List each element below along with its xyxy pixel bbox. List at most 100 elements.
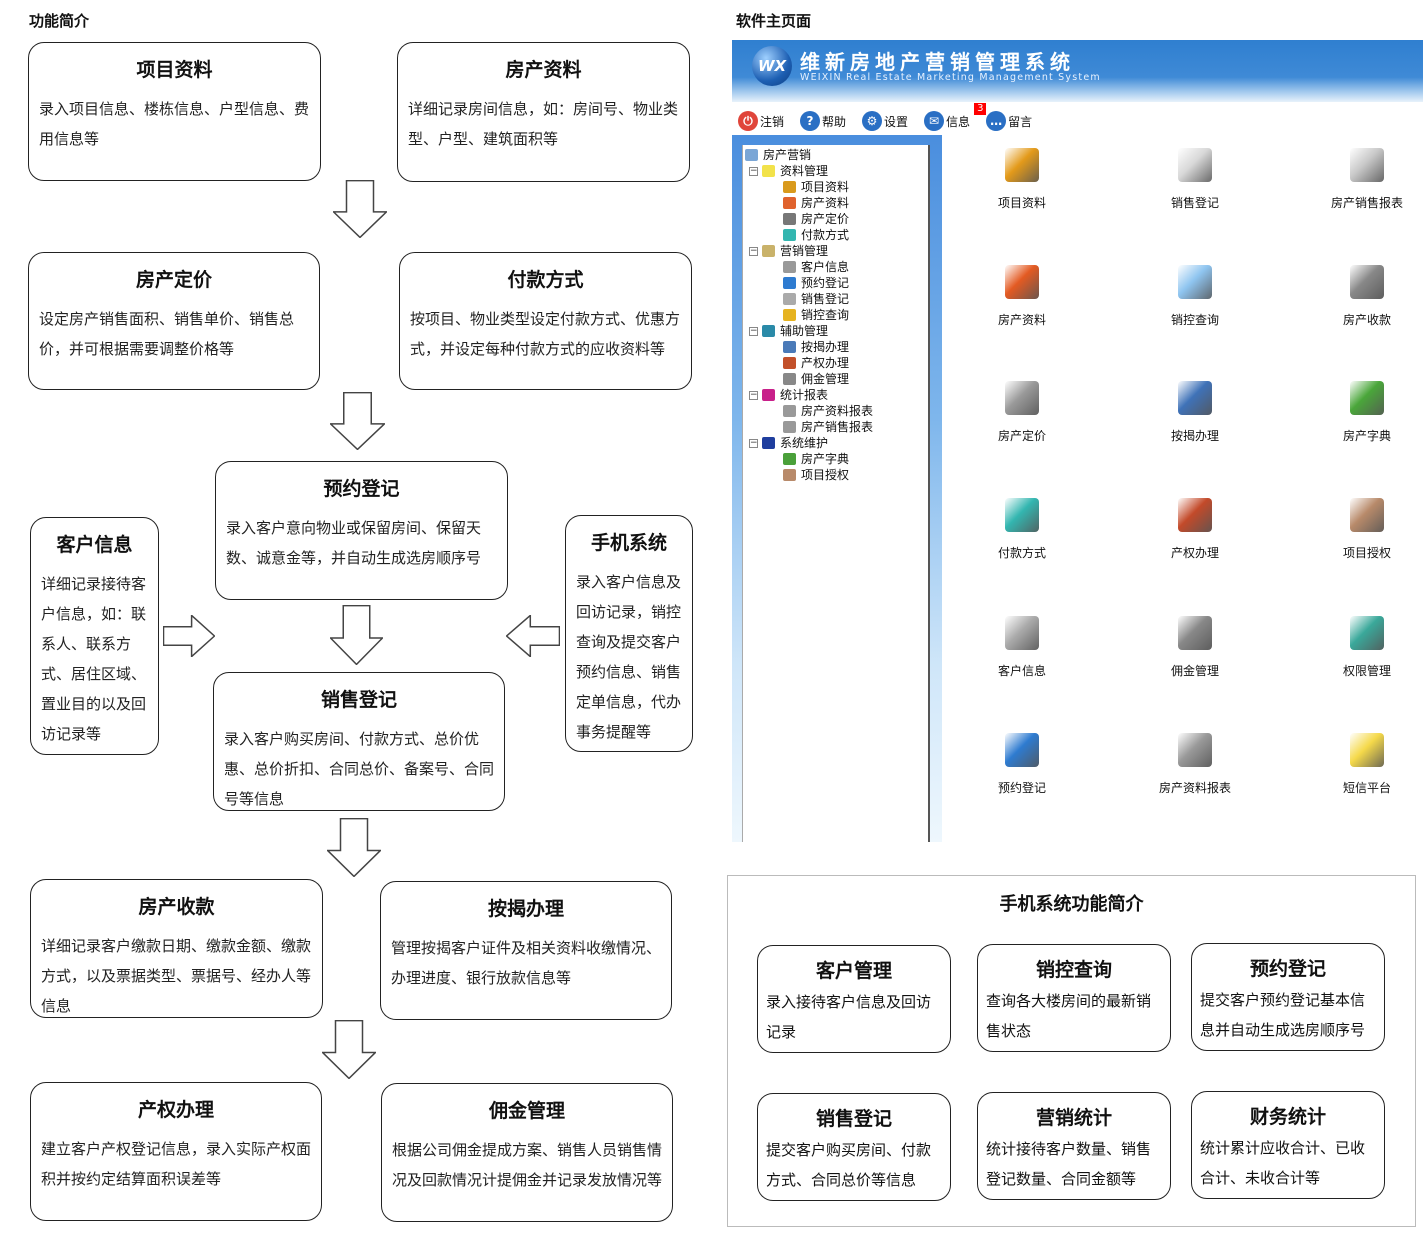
collapse-icon[interactable]: − xyxy=(749,165,758,176)
tree-item-label: 佣金管理 xyxy=(801,372,850,386)
grid-item-label: 预约登记 xyxy=(997,781,1046,795)
grid-item-booking[interactable]: 预约登记 xyxy=(947,733,1097,796)
feature-box: 房产定价设定房产销售面积、销售单价、销售总价，并可根据需要调整价格等 xyxy=(28,252,320,390)
toolbar-mail-button[interactable]: ✉信息 xyxy=(924,111,970,131)
grid-item-payment[interactable]: 付款方式 xyxy=(947,498,1097,561)
tree-item-20[interactable]: 项目授权 xyxy=(745,467,928,483)
tree-item-16[interactable]: 房产资料报表 xyxy=(745,403,928,419)
feature-title: 产权办理 xyxy=(137,1099,214,1121)
mail-icon: ✉ xyxy=(924,111,945,131)
tree-item-6[interactable]: −营销管理 xyxy=(745,243,928,259)
grid-item-group[interactable]: 佣金管理 xyxy=(1120,616,1270,679)
tree-item-1[interactable]: −资料管理 xyxy=(745,163,928,179)
grid-item-report[interactable]: 房产资料报表 xyxy=(1120,733,1270,796)
tree-item-label: 辅助管理 xyxy=(780,324,829,338)
feature-desc: 录入客户购买房间、付款方式、总价优惠、总价折扣、合同总价、备案号、合同号等信息 xyxy=(224,730,495,808)
feature-box: 付款方式按项目、物业类型设定付款方式、优惠方式，并设定每种付款方式的应收资料等 xyxy=(399,252,692,390)
tree-item-10[interactable]: 销控查询 xyxy=(745,307,928,323)
mobile-feature-box: 销控查询查询各大楼房间的最新销售状态 xyxy=(977,944,1171,1052)
mobile-feature-title: 销售登记 xyxy=(815,1108,892,1130)
tree-node-icon xyxy=(783,405,796,417)
tree-item-label: 产权办理 xyxy=(801,356,850,370)
toolbar-settings-button[interactable]: ⚙设置 xyxy=(862,111,908,131)
mobile-feature-box: 财务统计统计累计应收合计、已收合计、未收合计等 xyxy=(1191,1091,1385,1199)
tree-item-11[interactable]: − 辅助管理 xyxy=(745,323,928,339)
tree-item-3[interactable]: 房产资料 xyxy=(745,195,928,211)
app-header: WX 维新房地产营销管理系统 WEIXIN Real Estate Market… xyxy=(732,40,1423,102)
tree-item-label: 项目资料 xyxy=(801,180,850,194)
fax-icon xyxy=(1005,616,1039,650)
arrow-right-icon xyxy=(163,615,215,657)
tree-node-icon xyxy=(783,197,796,209)
tree-node-icon xyxy=(762,325,775,337)
toolbar-label: 帮助 xyxy=(822,114,847,129)
toolbar-label: 留言 xyxy=(1008,114,1033,129)
toolbar-comment-button[interactable]: 3…留言 xyxy=(974,103,1033,131)
tree-item-13[interactable]: 产权办理 xyxy=(745,355,928,371)
tree-node-icon xyxy=(783,453,796,465)
tree-item-12[interactable]: 按揭办理 xyxy=(745,339,928,355)
tree-node-icon xyxy=(762,245,775,257)
tree-item-14[interactable]: 佣金管理 xyxy=(745,371,928,387)
booking-icon xyxy=(1005,733,1039,767)
grid-item-label: 短信平台 xyxy=(1342,781,1391,795)
arrow-left-icon xyxy=(506,615,560,657)
feature-title: 房产资料 xyxy=(505,59,582,81)
grid-item-magnifier[interactable]: 销控查询 xyxy=(1120,265,1270,328)
tree-item-label: 统计报表 xyxy=(780,388,829,402)
tree-item-7[interactable]: 客户信息 xyxy=(745,259,928,275)
collapse-icon[interactable]: − xyxy=(749,389,758,400)
grid-item-label: 房产定价 xyxy=(997,429,1046,443)
grid-item-certificate[interactable]: 产权办理 xyxy=(1120,498,1270,561)
feature-box: 预约登记录入客户意向物业或保留房间、保留天数、诚意金等，并自动生成选房顺序号 xyxy=(215,461,508,600)
tree-item-17[interactable]: 房产销售报表 xyxy=(745,419,928,435)
feature-desc: 录入客户信息及回访记录，销控查询及提交客户预约信息、销售定单信息，代办事务提醒等 xyxy=(576,573,682,741)
feature-title: 手机系统 xyxy=(590,532,667,554)
tree-item-0[interactable]: 房产营销 xyxy=(745,147,928,163)
tree-item-15[interactable]: − 统计报表 xyxy=(745,387,928,403)
mobile-feature-box: 营销统计统计接待客户数量、销售登记数量、合同金额等 xyxy=(977,1092,1171,1200)
grid-item-handshake[interactable]: 项目授权 xyxy=(1292,498,1423,561)
toolbar-help-button[interactable]: ?帮助 xyxy=(800,111,846,131)
settings-icon: ⚙ xyxy=(862,111,883,131)
tree-item-5[interactable]: 付款方式 xyxy=(745,227,928,243)
grid-item-pencil-paper[interactable]: 销售登记 xyxy=(1120,148,1270,211)
feature-title: 付款方式 xyxy=(507,269,584,291)
collapse-icon[interactable]: − xyxy=(749,325,758,336)
grid-item-permission[interactable]: 权限管理 xyxy=(1292,616,1423,679)
feature-box: 销售登记录入客户购买房间、付款方式、总价优惠、总价折扣、合同总价、备案号、合同号… xyxy=(213,672,505,811)
grid-item-label: 房产资料 xyxy=(997,313,1046,327)
tree-item-19[interactable]: 房产字典 xyxy=(745,451,928,467)
grid-item-stamp[interactable]: 按揭办理 xyxy=(1120,381,1270,444)
tree-item-2[interactable]: 项目资料 xyxy=(745,179,928,195)
tree-node-icon xyxy=(783,341,796,353)
tree-item-label: 房产资料 xyxy=(801,196,850,210)
grid-item-label: 房产字典 xyxy=(1342,429,1391,443)
grid-item-label: 房产收款 xyxy=(1342,313,1391,327)
grid-item-envelope[interactable]: 短信平台 xyxy=(1292,733,1423,796)
grid-item-receipt[interactable]: 房产收款 xyxy=(1292,265,1423,328)
grid-item-label: 房产销售报表 xyxy=(1330,196,1403,210)
collapse-icon[interactable]: − xyxy=(749,437,758,448)
help-icon: ? xyxy=(800,111,821,131)
app-subtitle: WEIXIN Real Estate Marketing Management … xyxy=(800,72,1101,83)
tree-node-icon xyxy=(762,437,775,449)
mobile-features-panel: 手机系统功能简介 客户管理录入接待客户信息及回访记录销控查询查询各大楼房间的最新… xyxy=(727,875,1416,1227)
tree-node-icon xyxy=(783,213,796,225)
feature-box: 项目资料录入项目信息、楼栋信息、户型信息、费用信息等 xyxy=(28,42,321,181)
grid-item-books[interactable]: 房产字典 xyxy=(1292,381,1423,444)
grid-item-user-pricing[interactable]: 房产定价 xyxy=(947,381,1097,444)
grid-item-house[interactable]: 房产资料 xyxy=(947,265,1097,328)
grid-item-report-scroll[interactable]: 房产销售报表 xyxy=(1292,148,1423,211)
grid-item-label: 产权办理 xyxy=(1170,546,1219,560)
toolbar-power-button[interactable]: ⏻注销 xyxy=(738,111,784,131)
collapse-icon[interactable]: − xyxy=(749,245,758,256)
feature-title: 项目资料 xyxy=(136,59,213,81)
grid-item-fax[interactable]: 客户信息 xyxy=(947,616,1097,679)
grid-item-book[interactable]: 项目资料 xyxy=(947,148,1097,211)
feature-box: 佣金管理根据公司佣金提成方案、销售人员销售情况及回款情况计提佣金并记录发放情况等 xyxy=(381,1083,673,1222)
tree-item-8[interactable]: 预约登记 xyxy=(745,275,928,291)
tree-item-18[interactable]: −系统维护 xyxy=(745,435,928,451)
tree-item-4[interactable]: 房产定价 xyxy=(745,211,928,227)
tree-item-9[interactable]: 销售登记 xyxy=(745,291,928,307)
